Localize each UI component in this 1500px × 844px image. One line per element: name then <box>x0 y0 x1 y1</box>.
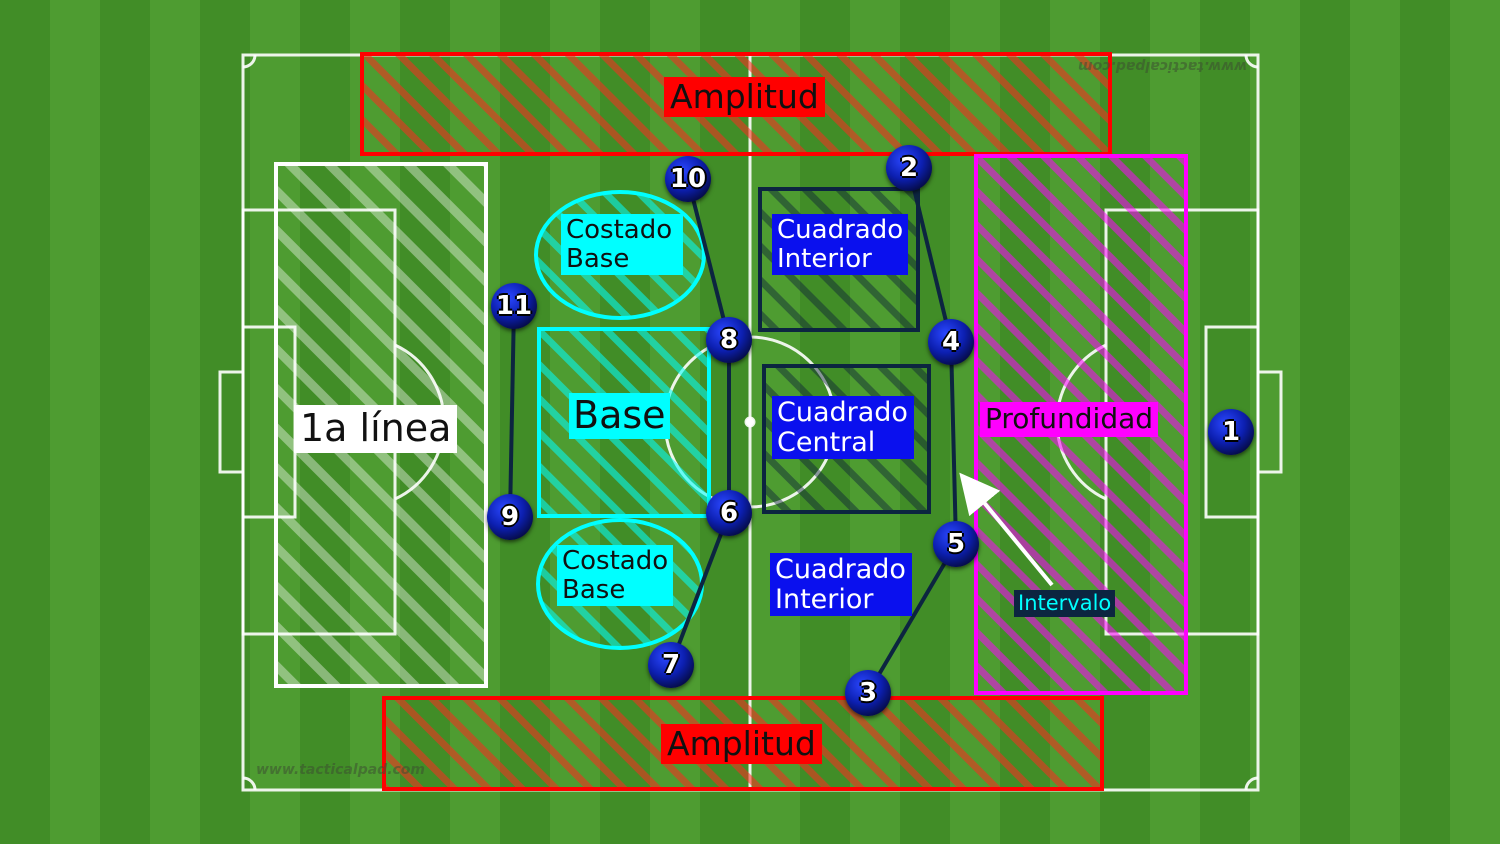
player-6[interactable]: 6 <box>706 490 752 536</box>
primera-linea-label: 1a línea <box>294 405 458 453</box>
player-9[interactable]: 9 <box>487 494 533 540</box>
watermark-top: www.tacticalpad.com <box>1078 58 1248 74</box>
player-4[interactable]: 4 <box>928 319 974 365</box>
amplitud-top-label: Amplitud <box>664 77 825 118</box>
costado-base-bottom-label: Costado Base <box>557 545 673 607</box>
base-label: Base <box>569 393 670 439</box>
cuadrado-interior-top-label: Cuadrado Interior <box>772 214 908 276</box>
cuadrado-central-label: Cuadrado Central <box>772 396 914 460</box>
player-11[interactable]: 11 <box>491 283 537 329</box>
player-3[interactable]: 3 <box>845 670 891 716</box>
cuadrado-interior-bottom-label: Cuadrado Interior <box>770 553 912 617</box>
player-10[interactable]: 10 <box>665 156 711 202</box>
watermark-bottom: www.tacticalpad.com <box>256 762 426 778</box>
player-1[interactable]: 1 <box>1208 409 1254 455</box>
player-7[interactable]: 7 <box>648 642 694 688</box>
intervalo-arrow <box>959 472 1054 587</box>
player-5[interactable]: 5 <box>933 521 979 567</box>
intervalo-label: Intervalo <box>1014 590 1116 618</box>
costado-base-top-label: Costado Base <box>561 214 683 276</box>
player-2[interactable]: 2 <box>886 145 932 191</box>
player-8[interactable]: 8 <box>706 317 752 363</box>
amplitud-bottom-label: Amplitud <box>661 724 822 765</box>
profundidad-label: Profundidad <box>980 402 1159 437</box>
player-links <box>508 167 958 695</box>
